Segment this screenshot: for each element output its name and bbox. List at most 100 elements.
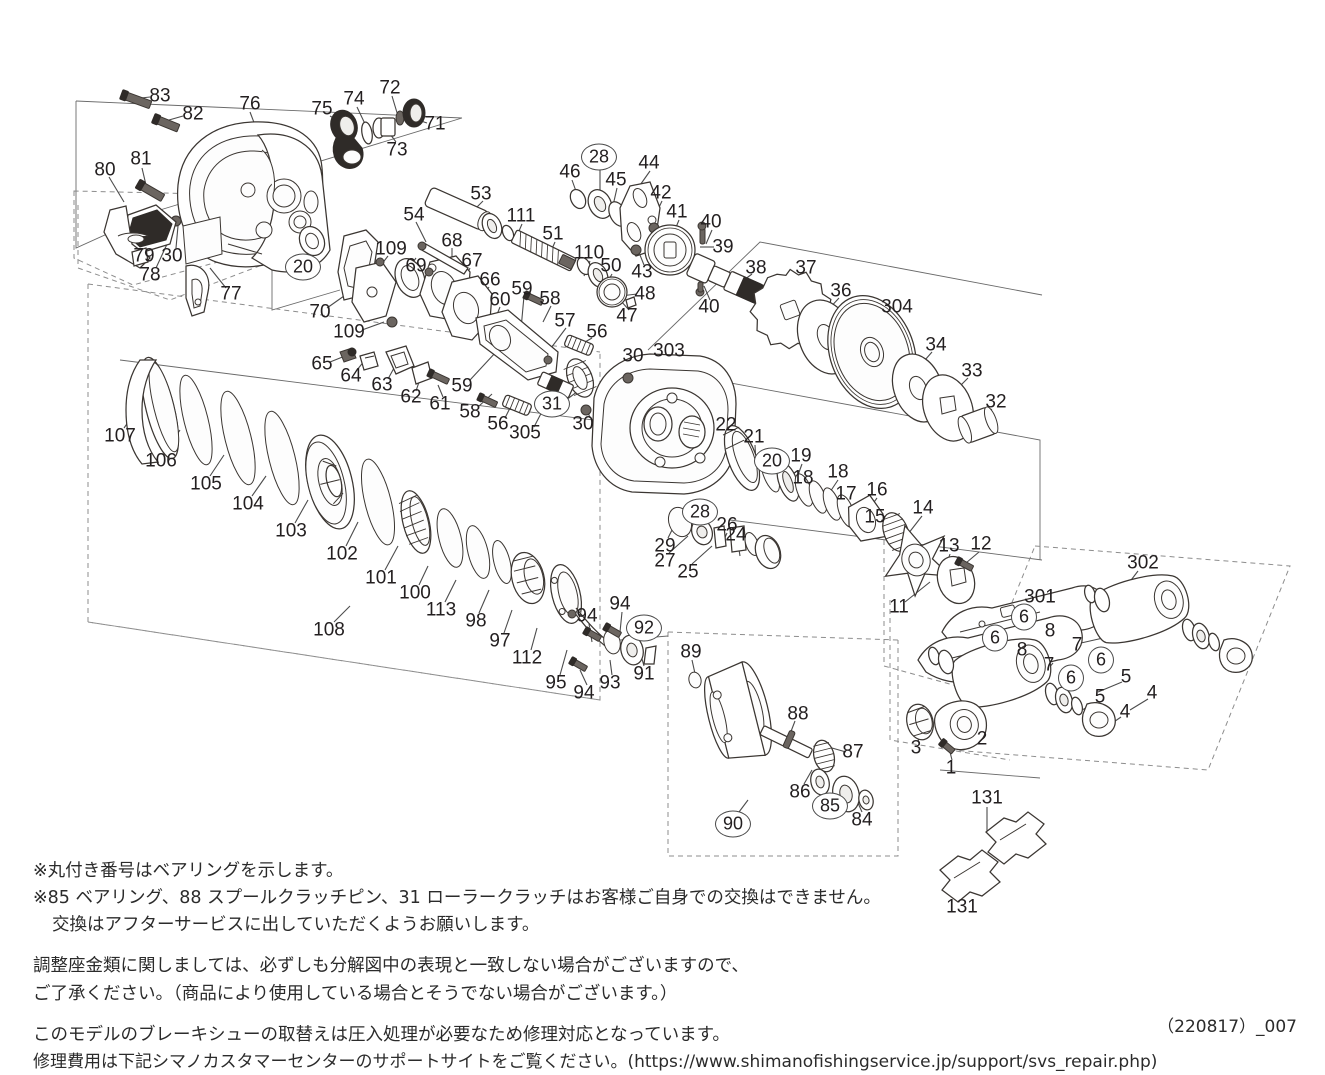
callout-6d: 6	[1057, 664, 1085, 692]
part-wormshaft-group	[424, 187, 637, 309]
callout-78: 78	[139, 264, 161, 286]
callout-91: 91	[633, 663, 655, 685]
callout-8a: 8	[1044, 620, 1056, 642]
part-cap-stack	[667, 506, 782, 570]
callout-20a: 20	[284, 253, 322, 281]
note-line-1: ※丸付き番号はベアリングを示します。	[33, 861, 344, 881]
callout-45: 45	[605, 169, 627, 191]
callout-94c: 94	[573, 682, 595, 704]
callout-105: 105	[190, 473, 222, 495]
part-knob-group-75	[330, 98, 426, 169]
callout-8b: 8	[1016, 639, 1028, 661]
callout-66: 66	[479, 269, 501, 291]
part-brake-shoes-131	[939, 811, 1047, 903]
notes-block: ※丸付き番号はベアリングを示します。 ※85 ベアリング、88 スプールクラッチ…	[33, 858, 1193, 1075]
callout-6b: 6	[981, 624, 1009, 652]
callout-11: 11	[889, 596, 909, 618]
callout-83: 83	[149, 85, 171, 107]
callout-76: 76	[239, 93, 261, 115]
callout-72: 72	[379, 77, 401, 99]
callout-84: 84	[851, 809, 873, 831]
callout-34: 34	[925, 334, 947, 356]
callout-131a: 131	[971, 787, 1003, 809]
callout-6a: 6	[1010, 603, 1038, 631]
callout-81: 81	[130, 148, 152, 170]
callout-47: 47	[616, 305, 638, 327]
note-line-3: 交換はアフターサービスに出していただくようお願いします。	[52, 915, 540, 936]
callout-59b: 59	[451, 375, 473, 397]
callout-97: 97	[489, 630, 511, 652]
callout-57: 57	[554, 310, 576, 332]
part-cluster-61-65	[339, 345, 450, 385]
callout-77: 77	[220, 283, 242, 305]
part-spool-group	[125, 356, 657, 672]
callout-79: 79	[133, 245, 155, 267]
callout-74: 74	[343, 88, 365, 110]
callout-12: 12	[970, 533, 992, 555]
callout-5b: 5	[1094, 686, 1106, 708]
callout-46: 46	[559, 161, 581, 183]
callout-93: 93	[599, 672, 621, 694]
callout-1: 1	[945, 757, 957, 779]
note-line-5: ご了承ください。（商品により使用している場合とそうでない場合がございます。）	[33, 983, 678, 1004]
callout-95: 95	[545, 672, 567, 694]
part-body-303	[563, 353, 737, 495]
part-screws-top	[119, 89, 182, 227]
callout-100: 100	[399, 582, 431, 604]
callout-28b: 28	[681, 498, 719, 526]
callout-14: 14	[912, 497, 934, 519]
callout-58b: 58	[459, 401, 481, 423]
part-spoolshaft-90	[688, 661, 874, 813]
callout-104: 104	[232, 493, 264, 515]
callout-301: 301	[1024, 586, 1056, 608]
callout-31: 31	[533, 390, 571, 418]
callout-111: 111	[506, 205, 536, 227]
callout-43: 43	[631, 261, 653, 283]
callout-92: 92	[625, 614, 663, 642]
callout-65: 65	[311, 353, 333, 375]
callout-64: 64	[340, 365, 362, 387]
callout-61: 61	[429, 393, 451, 415]
callout-70: 70	[309, 301, 331, 323]
callout-53: 53	[470, 183, 492, 205]
callout-90: 90	[714, 810, 752, 838]
callout-71: 71	[424, 113, 446, 135]
part-handle-lock	[906, 700, 988, 755]
callout-7a: 7	[1071, 634, 1083, 656]
callout-303: 303	[653, 340, 685, 362]
part-bearing-20	[298, 225, 326, 257]
callout-102: 102	[326, 543, 358, 565]
callout-4b: 4	[1119, 701, 1131, 723]
callout-304: 304	[881, 296, 913, 318]
callout-107: 107	[104, 425, 136, 447]
callout-113: 113	[425, 599, 457, 621]
callout-109a: 109	[375, 238, 407, 260]
callout-50: 50	[600, 255, 622, 277]
part-drag-stack	[722, 425, 976, 605]
part-frame-76	[177, 121, 331, 273]
callout-59a: 59	[511, 278, 533, 300]
callout-27: 27	[654, 550, 676, 572]
callout-106: 106	[145, 450, 177, 472]
callout-2: 2	[976, 728, 988, 750]
callout-48: 48	[634, 283, 656, 305]
callout-24: 24	[725, 524, 747, 546]
callout-18a: 18	[792, 467, 814, 489]
callout-18b: 18	[827, 461, 849, 483]
note-gap-1	[33, 939, 1193, 953]
note-line-4: 調整座金類に関しましては、必ずしも分解図中の表現と一致しない場合がございますので…	[33, 956, 749, 977]
callout-82: 82	[182, 103, 204, 125]
callout-51: 51	[542, 223, 564, 245]
callout-32: 32	[985, 391, 1007, 413]
callout-30b: 30	[572, 413, 594, 435]
callout-25: 25	[677, 561, 699, 583]
callout-109b: 109	[333, 321, 365, 343]
callout-67: 67	[461, 250, 483, 272]
callout-30a: 30	[161, 245, 183, 267]
callout-3: 3	[910, 737, 922, 759]
callout-68: 68	[441, 230, 463, 252]
callout-20b: 20	[753, 447, 791, 475]
part-thumbrest-79	[103, 204, 177, 269]
callout-5a: 5	[1120, 666, 1132, 688]
